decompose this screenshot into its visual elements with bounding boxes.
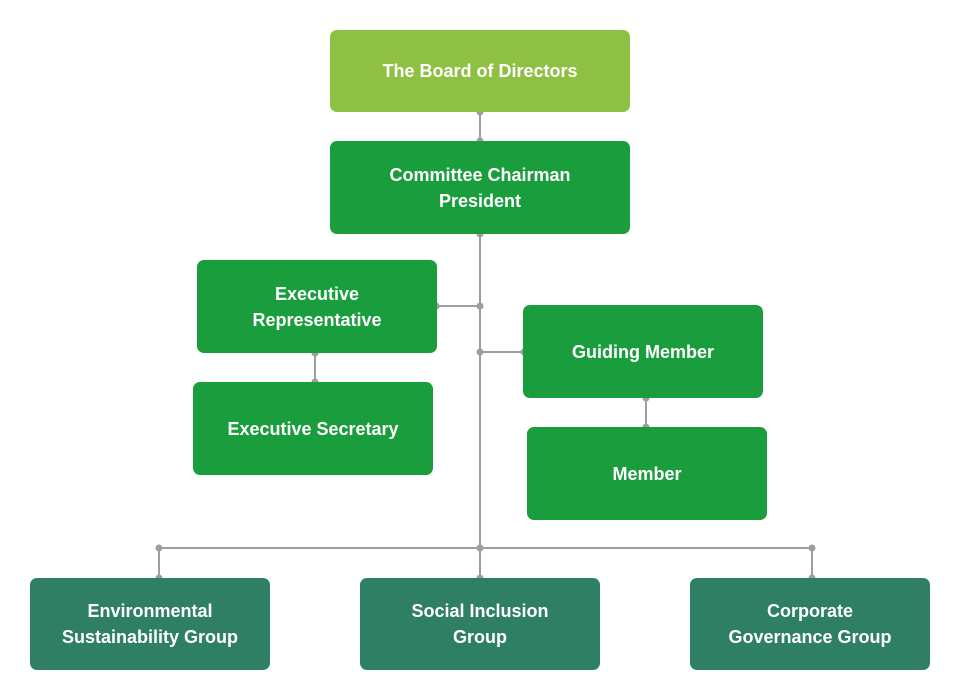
junction-dot — [808, 544, 816, 552]
node-label: Sustainability Group — [61, 627, 239, 647]
node-label: Governance Group — [728, 627, 892, 647]
node-label: Executive Secretary — [227, 418, 399, 439]
guiding-member-node: Guiding Member — [523, 305, 763, 398]
node-label: Committee Chairman — [389, 164, 571, 185]
environmental-sustainability-group-node: Environmental Sustainability Group — [30, 578, 270, 670]
node-label: President — [438, 190, 522, 211]
node-label: Social Inclusion — [411, 601, 549, 621]
node-label: Representative — [252, 309, 382, 330]
node-label: Member — [612, 463, 682, 484]
junction-dot — [476, 348, 484, 356]
corporate-governance-group-node: Corporate Governance Group — [690, 578, 930, 670]
social-inclusion-group-node: Social Inclusion Group — [360, 578, 600, 670]
executive-secretary-node: Executive Secretary — [193, 382, 433, 475]
node-label: Executive — [274, 283, 360, 304]
junction-dot — [476, 302, 484, 310]
committee-chairman-node: Committee Chairman President — [330, 141, 630, 234]
node-label: Group — [453, 627, 507, 647]
board-of-directors-node: The Board of Directors — [330, 30, 630, 112]
junction-dot — [155, 544, 163, 552]
member-node: Member — [527, 427, 767, 520]
junction-dot — [476, 544, 484, 552]
node-label: Corporate — [766, 601, 853, 621]
executive-representative-node: Executive Representative — [197, 260, 437, 353]
node-label: Environmental — [87, 601, 213, 621]
node-label: Guiding Member — [571, 341, 714, 362]
node-label: The Board of Directors — [382, 61, 578, 81]
